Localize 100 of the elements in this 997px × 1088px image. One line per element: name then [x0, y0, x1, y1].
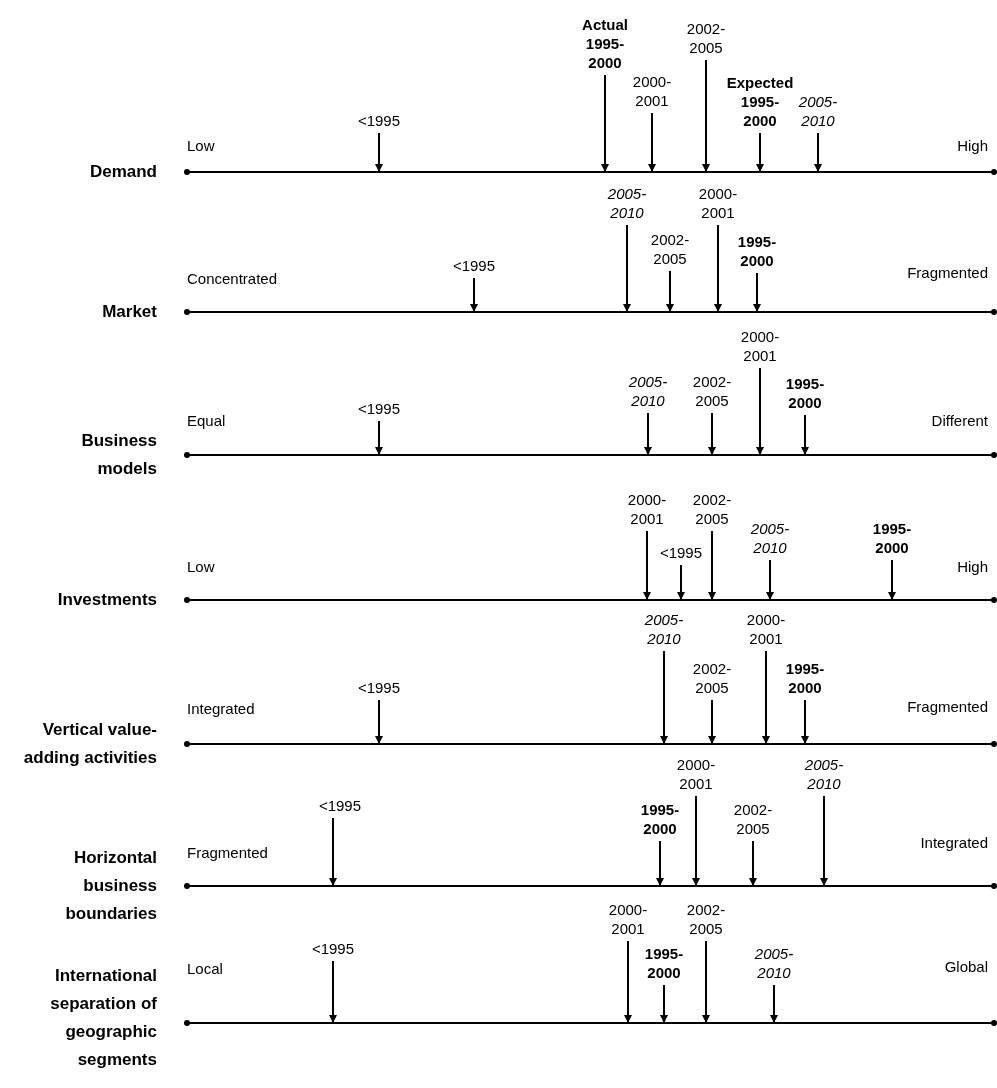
period-label: <1995 — [659, 543, 703, 562]
arrow — [666, 270, 674, 312]
row-label: Investments — [56, 589, 157, 611]
arrow — [770, 984, 778, 1023]
period-label: 1995-2000 — [872, 519, 912, 557]
scale-line — [184, 309, 997, 315]
scale-line — [184, 597, 997, 603]
period-label: <1995 — [357, 111, 401, 130]
row-label: Vertical value-adding activities — [22, 719, 157, 769]
arrow — [814, 132, 822, 172]
scale-line — [184, 452, 997, 458]
scale-end-label: Integrated — [920, 832, 988, 852]
period-label: 2000-2001 — [608, 900, 648, 938]
scale-end-label: Low — [187, 135, 215, 155]
period-label: 1995-2000 — [785, 659, 825, 697]
arrow — [756, 367, 764, 455]
arrow — [888, 559, 896, 600]
arrow — [329, 817, 337, 886]
arrow — [766, 559, 774, 600]
period-label: 2002-2005 — [692, 490, 732, 528]
arrow — [624, 940, 632, 1023]
arrow — [656, 840, 664, 886]
period-label: 1995-2000 — [640, 800, 680, 838]
arrow — [756, 132, 764, 172]
scale-end-label: Fragmented — [907, 262, 988, 282]
period-label: <1995 — [318, 796, 362, 815]
period-label: 2005-2010 — [798, 92, 838, 130]
period-label: <1995 — [452, 256, 496, 275]
scale-end-label: Equal — [187, 410, 226, 430]
row-label: Market — [101, 301, 157, 323]
arrow — [753, 272, 761, 312]
arrow — [375, 420, 383, 455]
arrow — [749, 840, 757, 886]
arrow — [677, 564, 685, 600]
scale-line — [184, 169, 997, 175]
scale-end-label: Different — [931, 410, 988, 430]
arrow — [762, 650, 770, 744]
period-label: 2005-2010 — [644, 610, 684, 648]
arrow — [801, 414, 809, 455]
scale-end-label: Fragmented — [907, 696, 988, 716]
scale-line — [184, 883, 997, 889]
arrow — [623, 224, 631, 312]
period-label: 2000-2001 — [627, 490, 667, 528]
arrow — [708, 412, 716, 455]
arrow — [708, 699, 716, 744]
scale-end-label: Fragmented — [187, 842, 268, 862]
scale-end-label: Concentrated — [187, 268, 278, 288]
period-label: 2005-2010 — [607, 184, 647, 222]
period-label: 2002-2005 — [692, 659, 732, 697]
period-label: 2000-2001 — [632, 72, 672, 110]
period-label: 1995-2000 — [785, 374, 825, 412]
row-label: Demand — [88, 161, 157, 183]
arrow — [660, 984, 668, 1023]
scale-line — [184, 1020, 997, 1026]
period-label: 2005-2010 — [804, 755, 844, 793]
arrow — [714, 224, 722, 312]
period-label: 1995-2000 — [737, 232, 777, 270]
row-label: Horizontal business boundaries — [64, 847, 157, 925]
arrow — [375, 132, 383, 172]
period-label: 2002-2005 — [733, 800, 773, 838]
scale-end-label: Local — [187, 958, 223, 978]
row-label: Business models — [80, 430, 157, 480]
arrow — [601, 74, 609, 172]
arrow — [470, 277, 478, 312]
period-label: 2000-2001 — [676, 755, 716, 793]
period-label: 2000-2001 — [698, 184, 738, 222]
period-label: Actual 1995-2000 — [582, 15, 628, 72]
scale-end-label: High — [957, 556, 988, 576]
row-label: International separation of geographic segments — [49, 965, 157, 1071]
arrow — [820, 795, 828, 886]
period-label: <1995 — [357, 678, 401, 697]
arrow — [648, 112, 656, 172]
scale-end-label: Integrated — [187, 698, 255, 718]
period-label: 1995-2000 — [644, 944, 684, 982]
arrow — [708, 530, 716, 600]
scale-line — [184, 741, 997, 747]
arrow — [801, 699, 809, 744]
period-label: 2002-2005 — [686, 19, 726, 57]
arrow — [692, 795, 700, 886]
scale-end-label: Low — [187, 556, 215, 576]
arrow — [375, 699, 383, 744]
arrow — [329, 960, 337, 1023]
arrow — [702, 59, 710, 172]
scale-end-label: High — [957, 135, 988, 155]
period-label: <1995 — [311, 939, 355, 958]
period-label: 2000-2001 — [746, 610, 786, 648]
period-label: 2005-2010 — [750, 519, 790, 557]
period-label: <1995 — [357, 399, 401, 418]
period-label: 2002-2005 — [650, 230, 690, 268]
arrow — [660, 650, 668, 744]
period-label: 2002-2005 — [686, 900, 726, 938]
period-label: 2005-2010 — [754, 944, 794, 982]
arrow — [702, 940, 710, 1023]
period-label: 2000-2001 — [740, 327, 780, 365]
arrow — [644, 412, 652, 455]
period-label: Expected 1995-2000 — [726, 73, 794, 130]
period-label: 2005-2010 — [628, 372, 668, 410]
period-label: 2002-2005 — [692, 372, 732, 410]
arrow — [643, 530, 651, 600]
scale-end-label: Global — [944, 956, 988, 976]
